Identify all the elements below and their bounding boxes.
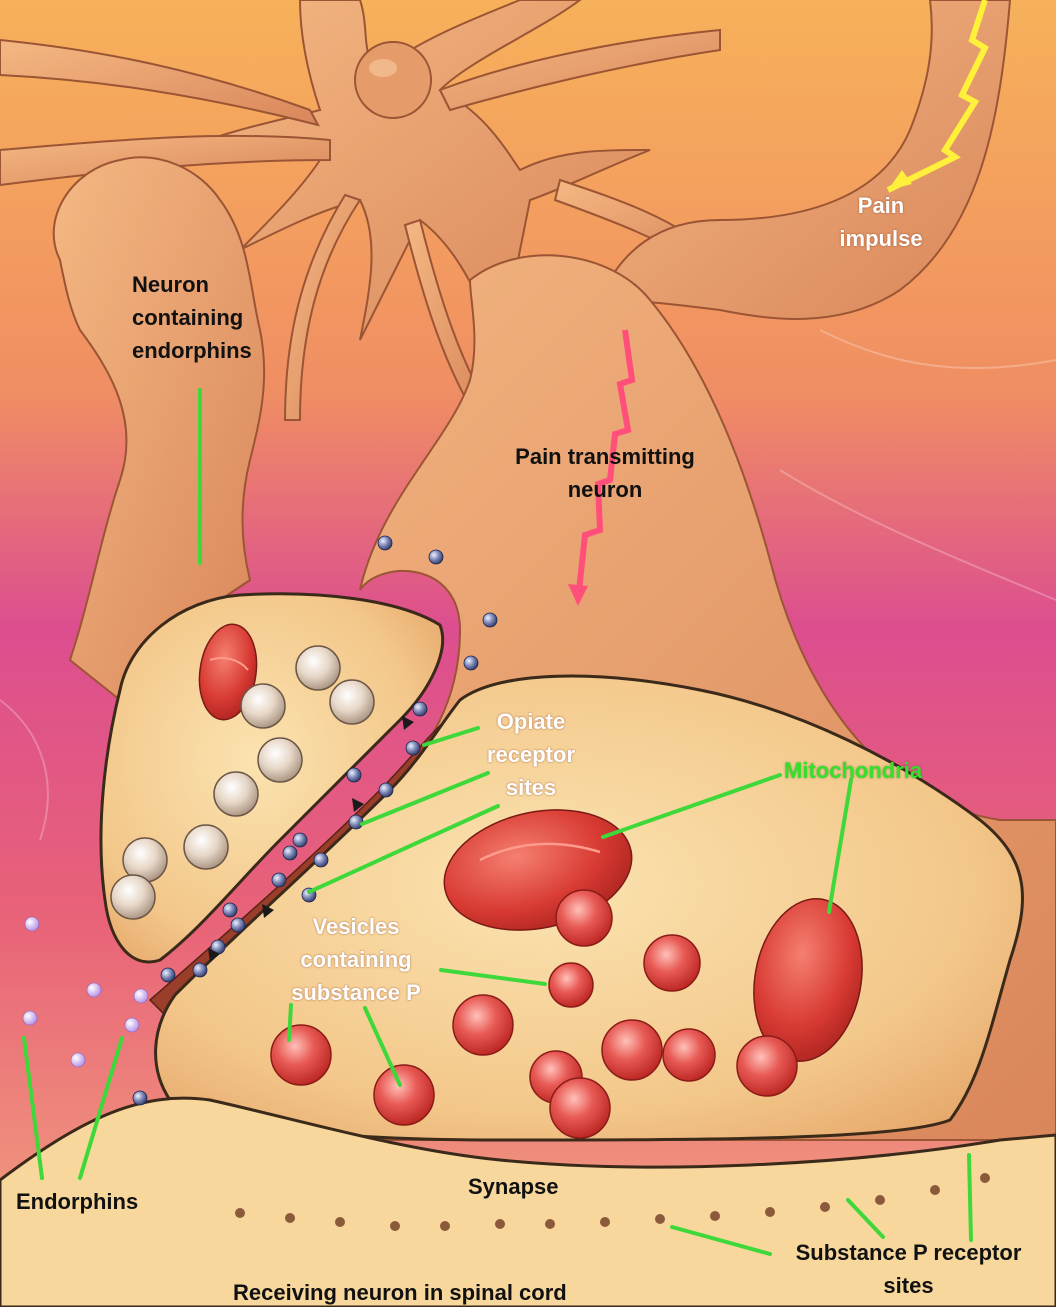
label-pain-transmitting-neuron: Pain transmitting neuron [480,440,730,506]
label-neuron-containing-endorphins: Neuron containing endorphins [132,268,252,367]
label-endorphins: Endorphins [16,1185,138,1218]
label-vesicles-containing-substance-p: Vesicles containing substance P [266,910,446,1009]
label-pain-impulse: Pain impulse [826,189,936,255]
label-substance-p-receptor-sites: Substance P receptor sites [766,1236,1051,1302]
label-mitochondria: Mitochondria [784,754,922,787]
label-opiate-receptor-sites: Opiate receptor sites [466,705,596,804]
label-receiving-neuron: Receiving neuron in spinal cord [233,1276,567,1309]
label-synapse: Synapse [468,1170,559,1203]
